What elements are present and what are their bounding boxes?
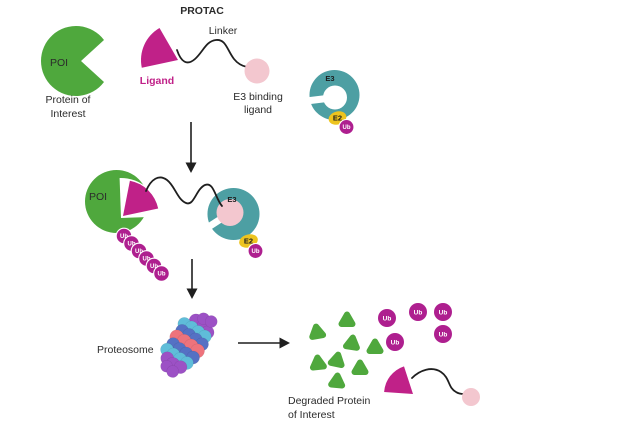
- proteosome-cap-top: [188, 312, 218, 340]
- proteosome-section: Proteosome: [97, 312, 218, 378]
- degraded-section: Ub Ub Ub Ub Ub Degraded Pro: [288, 303, 480, 421]
- free-ubiquitin: Ub: [378, 309, 396, 327]
- e3-label: E3: [325, 74, 334, 83]
- ubiquitin: [338, 118, 355, 136]
- e3-ligase: E3 E2 Ub: [305, 70, 360, 136]
- svg-text:Ub: Ub: [391, 339, 400, 346]
- proteosome-ring-blue-bottom: [166, 337, 200, 365]
- protac-title: PROTAC: [180, 5, 224, 17]
- released-protac: [384, 366, 480, 406]
- protein-fragments: [309, 311, 384, 389]
- arrow-down-1: [185, 122, 197, 173]
- e3-binding-ligand-released: [462, 388, 480, 406]
- svg-text:Ub: Ub: [150, 264, 158, 270]
- protac-molecule: PROTAC Linker Ligand E3 binding ligand: [140, 5, 283, 116]
- arrow-head: [185, 162, 197, 173]
- svg-text:Ub: Ub: [439, 309, 448, 316]
- free-ubiquitin: Ub: [434, 325, 452, 343]
- arrow-head: [279, 337, 290, 349]
- protein-of-interest: POI Protein of Interest: [41, 25, 104, 120]
- degraded-caption-line1: Degraded Protein: [288, 395, 370, 407]
- protein-fragment: [309, 323, 327, 340]
- arrow-right: [238, 337, 290, 349]
- linker-line: [176, 39, 248, 68]
- e3-binding-caption-line1: E3 binding: [233, 91, 283, 103]
- proteosome-cap-bottom: [160, 351, 188, 378]
- e3-label: E3: [227, 195, 236, 204]
- linker-line-released: [411, 368, 465, 395]
- e3-binding-ligand-circle: [244, 58, 270, 84]
- ternary-complex-section: POI Ub Ub Ub Ub Ub: [85, 170, 264, 282]
- linker-label: Linker: [209, 25, 238, 37]
- poi-pacman-shape: [41, 25, 104, 96]
- ubiquitin: [247, 242, 264, 260]
- proteosome-barrel: [160, 312, 218, 378]
- protein-fragment: [342, 334, 360, 351]
- free-ubiquitin: Ub: [386, 333, 404, 351]
- poi-label: POI: [50, 57, 68, 69]
- ligand-wedge-released: [384, 366, 413, 394]
- linker-line-bound: [145, 176, 223, 207]
- free-ubiquitin: Ub: [409, 303, 427, 321]
- protein-fragment: [338, 311, 356, 327]
- poi-caption-line2: Interest: [50, 108, 85, 120]
- poi-label: POI: [89, 191, 107, 203]
- svg-text:Ub: Ub: [383, 315, 392, 322]
- poi-caption-line1: Protein of: [46, 94, 91, 106]
- protein-fragment: [309, 354, 327, 371]
- protein-fragment: [366, 338, 384, 354]
- components-section: POI Protein of Interest PROTAC Linker Li…: [41, 5, 360, 136]
- ligand-label: Ligand: [140, 75, 174, 87]
- e3-binding-caption-line2: ligand: [244, 104, 272, 116]
- svg-text:Ub: Ub: [120, 234, 128, 240]
- e3-binding-ligand-bound: [216, 199, 244, 226]
- proteosome-label: Proteosome: [97, 344, 154, 356]
- e3-ligase-bound: E3 E2 Ub: [202, 187, 264, 260]
- e3-ring-shape: [309, 70, 360, 120]
- ligand-wedge: [140, 28, 178, 68]
- svg-text:Ub: Ub: [128, 242, 136, 248]
- e3-ring-gap: [305, 94, 336, 105]
- svg-text:Ub: Ub: [158, 272, 166, 278]
- ub-label: Ub: [343, 125, 351, 131]
- svg-text:Ub: Ub: [439, 331, 448, 338]
- e3-ring-shape: [207, 187, 260, 241]
- svg-text:Ub: Ub: [143, 257, 151, 263]
- svg-text:Ub: Ub: [135, 249, 143, 255]
- svg-text:Ub: Ub: [414, 309, 423, 316]
- ub-chain-item: Ub: [153, 265, 170, 282]
- e2-label: E2: [244, 237, 253, 246]
- protein-fragment: [351, 359, 369, 375]
- ligand-wedge-bound: [123, 180, 159, 216]
- ubiquitin-chain: Ub Ub Ub Ub Ub Ub: [115, 227, 170, 282]
- ub-label: Ub: [252, 249, 260, 255]
- e2-label: E2: [333, 114, 342, 123]
- protein-fragment: [327, 351, 345, 369]
- arrow-down-2: [186, 259, 198, 299]
- degraded-caption-line2: of Interest: [288, 409, 335, 421]
- arrow-head: [186, 288, 198, 299]
- free-ubiquitin: Ub: [434, 303, 452, 321]
- protein-fragment: [328, 372, 346, 389]
- free-ubiquitins: Ub Ub Ub Ub Ub: [378, 303, 452, 351]
